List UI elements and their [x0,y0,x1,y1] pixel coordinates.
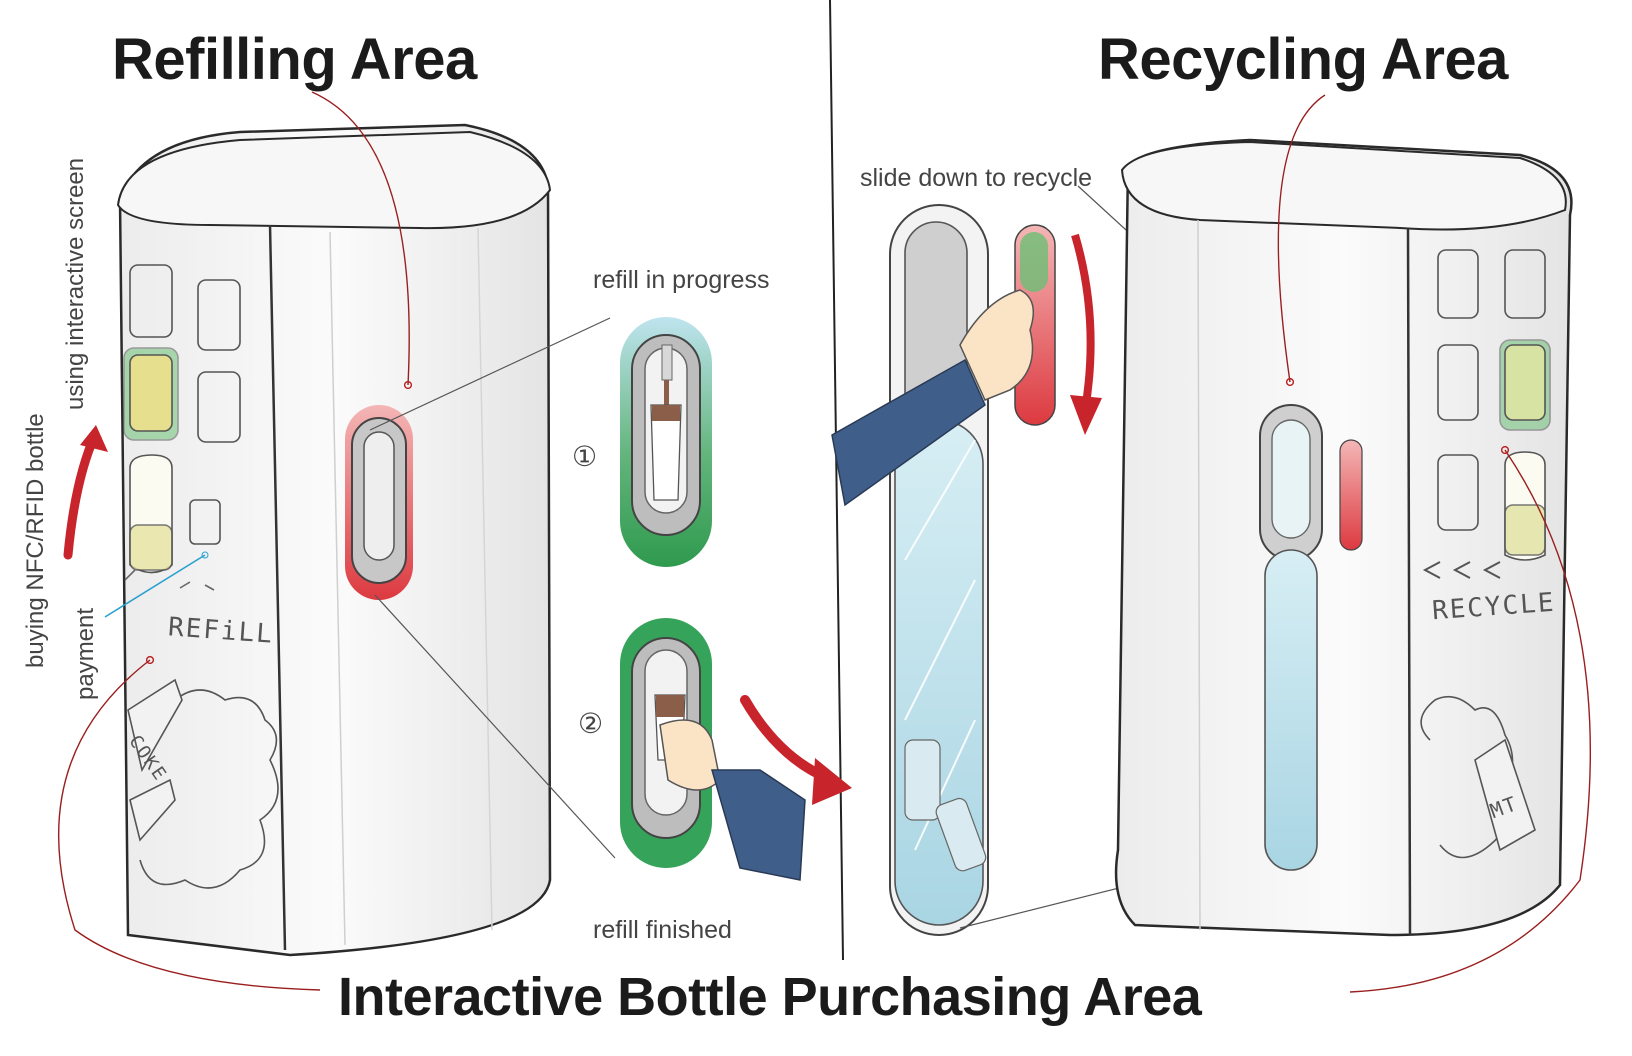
refill-step-2 [620,618,806,881]
refill-finished-label: refill finished [593,916,732,944]
center-divider [829,0,844,961]
purchasing-area-title: Interactive Bottle Purchasing Area [338,967,1202,1027]
refilling-area-title: Refilling Area [112,27,477,92]
step-2-marker: ② [578,708,604,739]
bottle-grid [123,264,241,574]
using-screen-label: using interactive screen [62,157,89,410]
slide-down-label: slide down to recycle [860,164,1093,192]
payment-label: payment [72,607,99,700]
recycle-machine [1114,138,1573,937]
recycle-tube [831,204,1102,936]
recycling-area-title: Recycling Area [1098,27,1508,92]
buying-bottle-label: buying NFC/RFID bottle [22,413,49,668]
refill-in-progress-label: refill in progress [593,266,770,294]
refill-slot [345,405,413,600]
refill-step-1 [620,317,712,567]
refill-machine [116,123,552,957]
step-1-marker: ① [572,441,598,472]
recycle-bottle-grid [1437,249,1551,561]
